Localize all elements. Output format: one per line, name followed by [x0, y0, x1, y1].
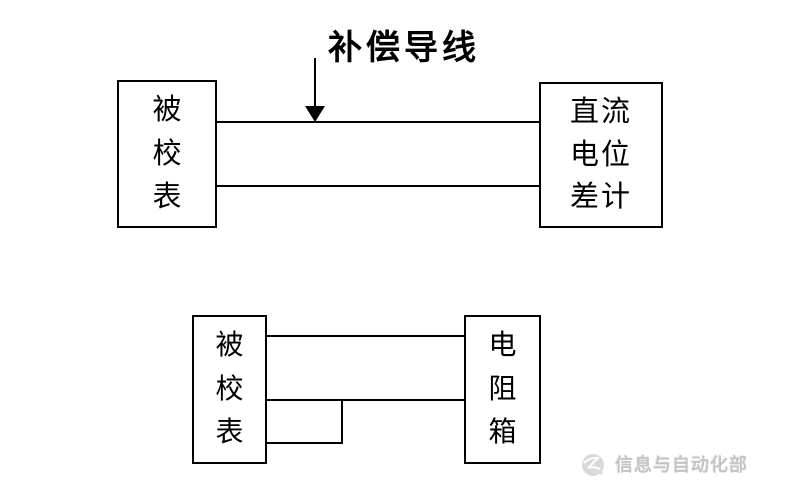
bottom-wire-middle [267, 399, 464, 401]
box-char: 表 [152, 180, 182, 213]
box-char: 被 [215, 330, 244, 362]
box-line: 直流 [569, 95, 632, 128]
meter-under-test-box-top: 被 校 表 [117, 80, 217, 228]
box-char: 校 [215, 373, 244, 405]
box-char: 箱 [488, 416, 517, 448]
dc-potentiometer-box: 直流 电位 差计 [539, 82, 663, 228]
watermark-text: 信息与自动化部 [615, 455, 748, 475]
resistance-box: 电 阻 箱 [464, 315, 541, 464]
box-char: 被 [152, 94, 182, 127]
down-arrow-shaft [314, 58, 316, 108]
down-arrow-icon [305, 106, 325, 122]
top-wire-upper [217, 121, 539, 123]
box-char: 阻 [488, 373, 517, 405]
bottom-wire-stub-horizontal [267, 442, 343, 444]
box-char: 校 [152, 137, 182, 170]
box-line: 电位 [569, 138, 632, 171]
bottom-wire-stub-vertical [341, 399, 343, 444]
box-line: 差计 [569, 181, 632, 214]
bottom-wire-upper [267, 335, 464, 337]
watermark: 信息与自动化部 [578, 449, 748, 479]
top-wire-lower [217, 185, 539, 187]
box-char: 电 [488, 330, 517, 362]
box-char: 表 [215, 416, 244, 448]
meter-under-test-box-bottom: 被 校 表 [192, 315, 267, 464]
compensation-wire-label: 补偿导线 [328, 29, 480, 67]
globe-emblem-icon [582, 454, 604, 476]
